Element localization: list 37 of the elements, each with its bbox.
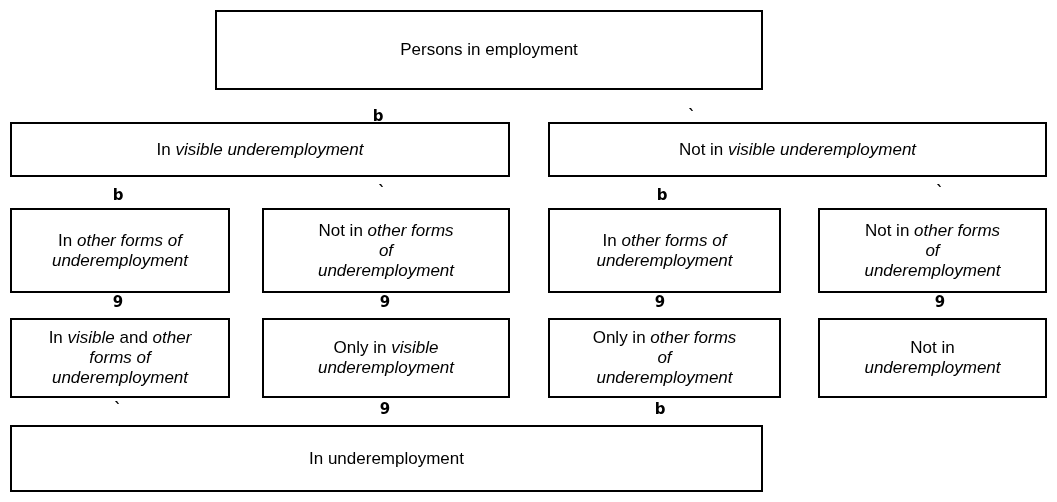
category-box	[548, 318, 781, 398]
box-label: Persons in employment	[399, 40, 579, 60]
arrow-glyph: 9	[654, 294, 666, 310]
arrow-glyph: `	[936, 184, 944, 200]
box-label: In other forms of underemployment	[50, 230, 190, 271]
arrow-glyph: `	[378, 184, 386, 200]
arrow-glyph: `	[114, 401, 122, 417]
arrow-glyph: b	[112, 187, 124, 203]
category-box	[215, 10, 763, 90]
category-box	[818, 208, 1047, 293]
category-box	[262, 318, 510, 398]
box-label: Not in other forms of underemployment	[316, 220, 456, 281]
box-label: In visible and other forms of underemployment	[47, 328, 193, 388]
box-label: In other forms of underemployment	[595, 230, 734, 271]
category-box	[10, 318, 230, 398]
arrow-glyph: b	[656, 187, 668, 203]
category-box	[818, 318, 1047, 398]
arrow-glyph: 9	[112, 294, 124, 310]
category-box	[548, 208, 781, 293]
arrow-glyph: `	[688, 108, 696, 124]
arrow-glyph: 9	[934, 294, 946, 310]
box-label: Not in underemployment	[863, 338, 1002, 378]
box-label: Not in visible underemployment	[677, 139, 918, 160]
category-box	[262, 208, 510, 293]
category-box	[10, 122, 510, 177]
box-label: In underemployment	[308, 448, 465, 469]
box-label: Only in visible underemployment	[316, 338, 456, 378]
category-box	[10, 208, 230, 293]
arrow-glyph: b	[372, 108, 384, 124]
arrow-glyph: 9	[379, 401, 391, 417]
arrow-glyph: 9	[379, 294, 391, 310]
arrow-glyph: b	[654, 401, 666, 417]
category-box	[548, 122, 1047, 177]
category-box	[10, 425, 763, 492]
box-label: In visible underemployment	[155, 139, 365, 160]
box-label: Not in other forms of underemployment	[863, 220, 1002, 281]
box-label: Only in other forms of underemployment	[591, 328, 738, 388]
